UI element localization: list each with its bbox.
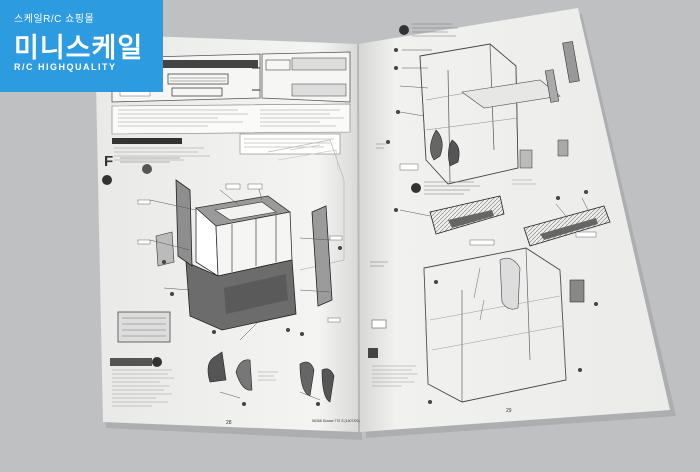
section-letter: F <box>104 153 113 170</box>
step-53-marker-top <box>142 164 152 174</box>
right-header-box: 54 <box>399 23 458 37</box>
step-55-number: 55 <box>412 186 418 192</box>
badge-subtitle: 스케일R/C 쇼핑몰 <box>14 14 95 25</box>
rear-frame-drawing <box>376 41 580 185</box>
badge-title: 미니스케일 <box>14 33 144 63</box>
left-info-panel <box>111 103 351 135</box>
left-page-number: 28 <box>226 420 232 426</box>
right-page <box>358 8 670 432</box>
mirror-parts-left <box>207 351 335 406</box>
spine <box>357 43 360 433</box>
step-54-number: 54 <box>400 28 406 34</box>
sun-visor-parts <box>394 190 611 247</box>
step-52-marker <box>102 175 112 185</box>
right-page-number: 29 <box>506 408 512 414</box>
step-52-number: 52 <box>103 178 109 184</box>
shop-badge: 스케일R/C 쇼핑몰 미니스케일 R/C HIGHQUALITY <box>0 0 163 92</box>
right-bottom-notes <box>368 348 418 387</box>
cab-drawing-left <box>117 139 345 343</box>
left-bottom-notes: 53 <box>110 357 174 407</box>
badge-tagline: R/C HIGHQUALITY <box>14 62 117 72</box>
step-53-number: 53 <box>153 360 159 366</box>
rear-cab-lower-drawing <box>370 247 598 404</box>
left-note-box <box>112 133 341 161</box>
footer-note: 56368 Scania 770 S (1407/00) <box>312 419 359 423</box>
step-55-header: 55 <box>411 179 536 195</box>
